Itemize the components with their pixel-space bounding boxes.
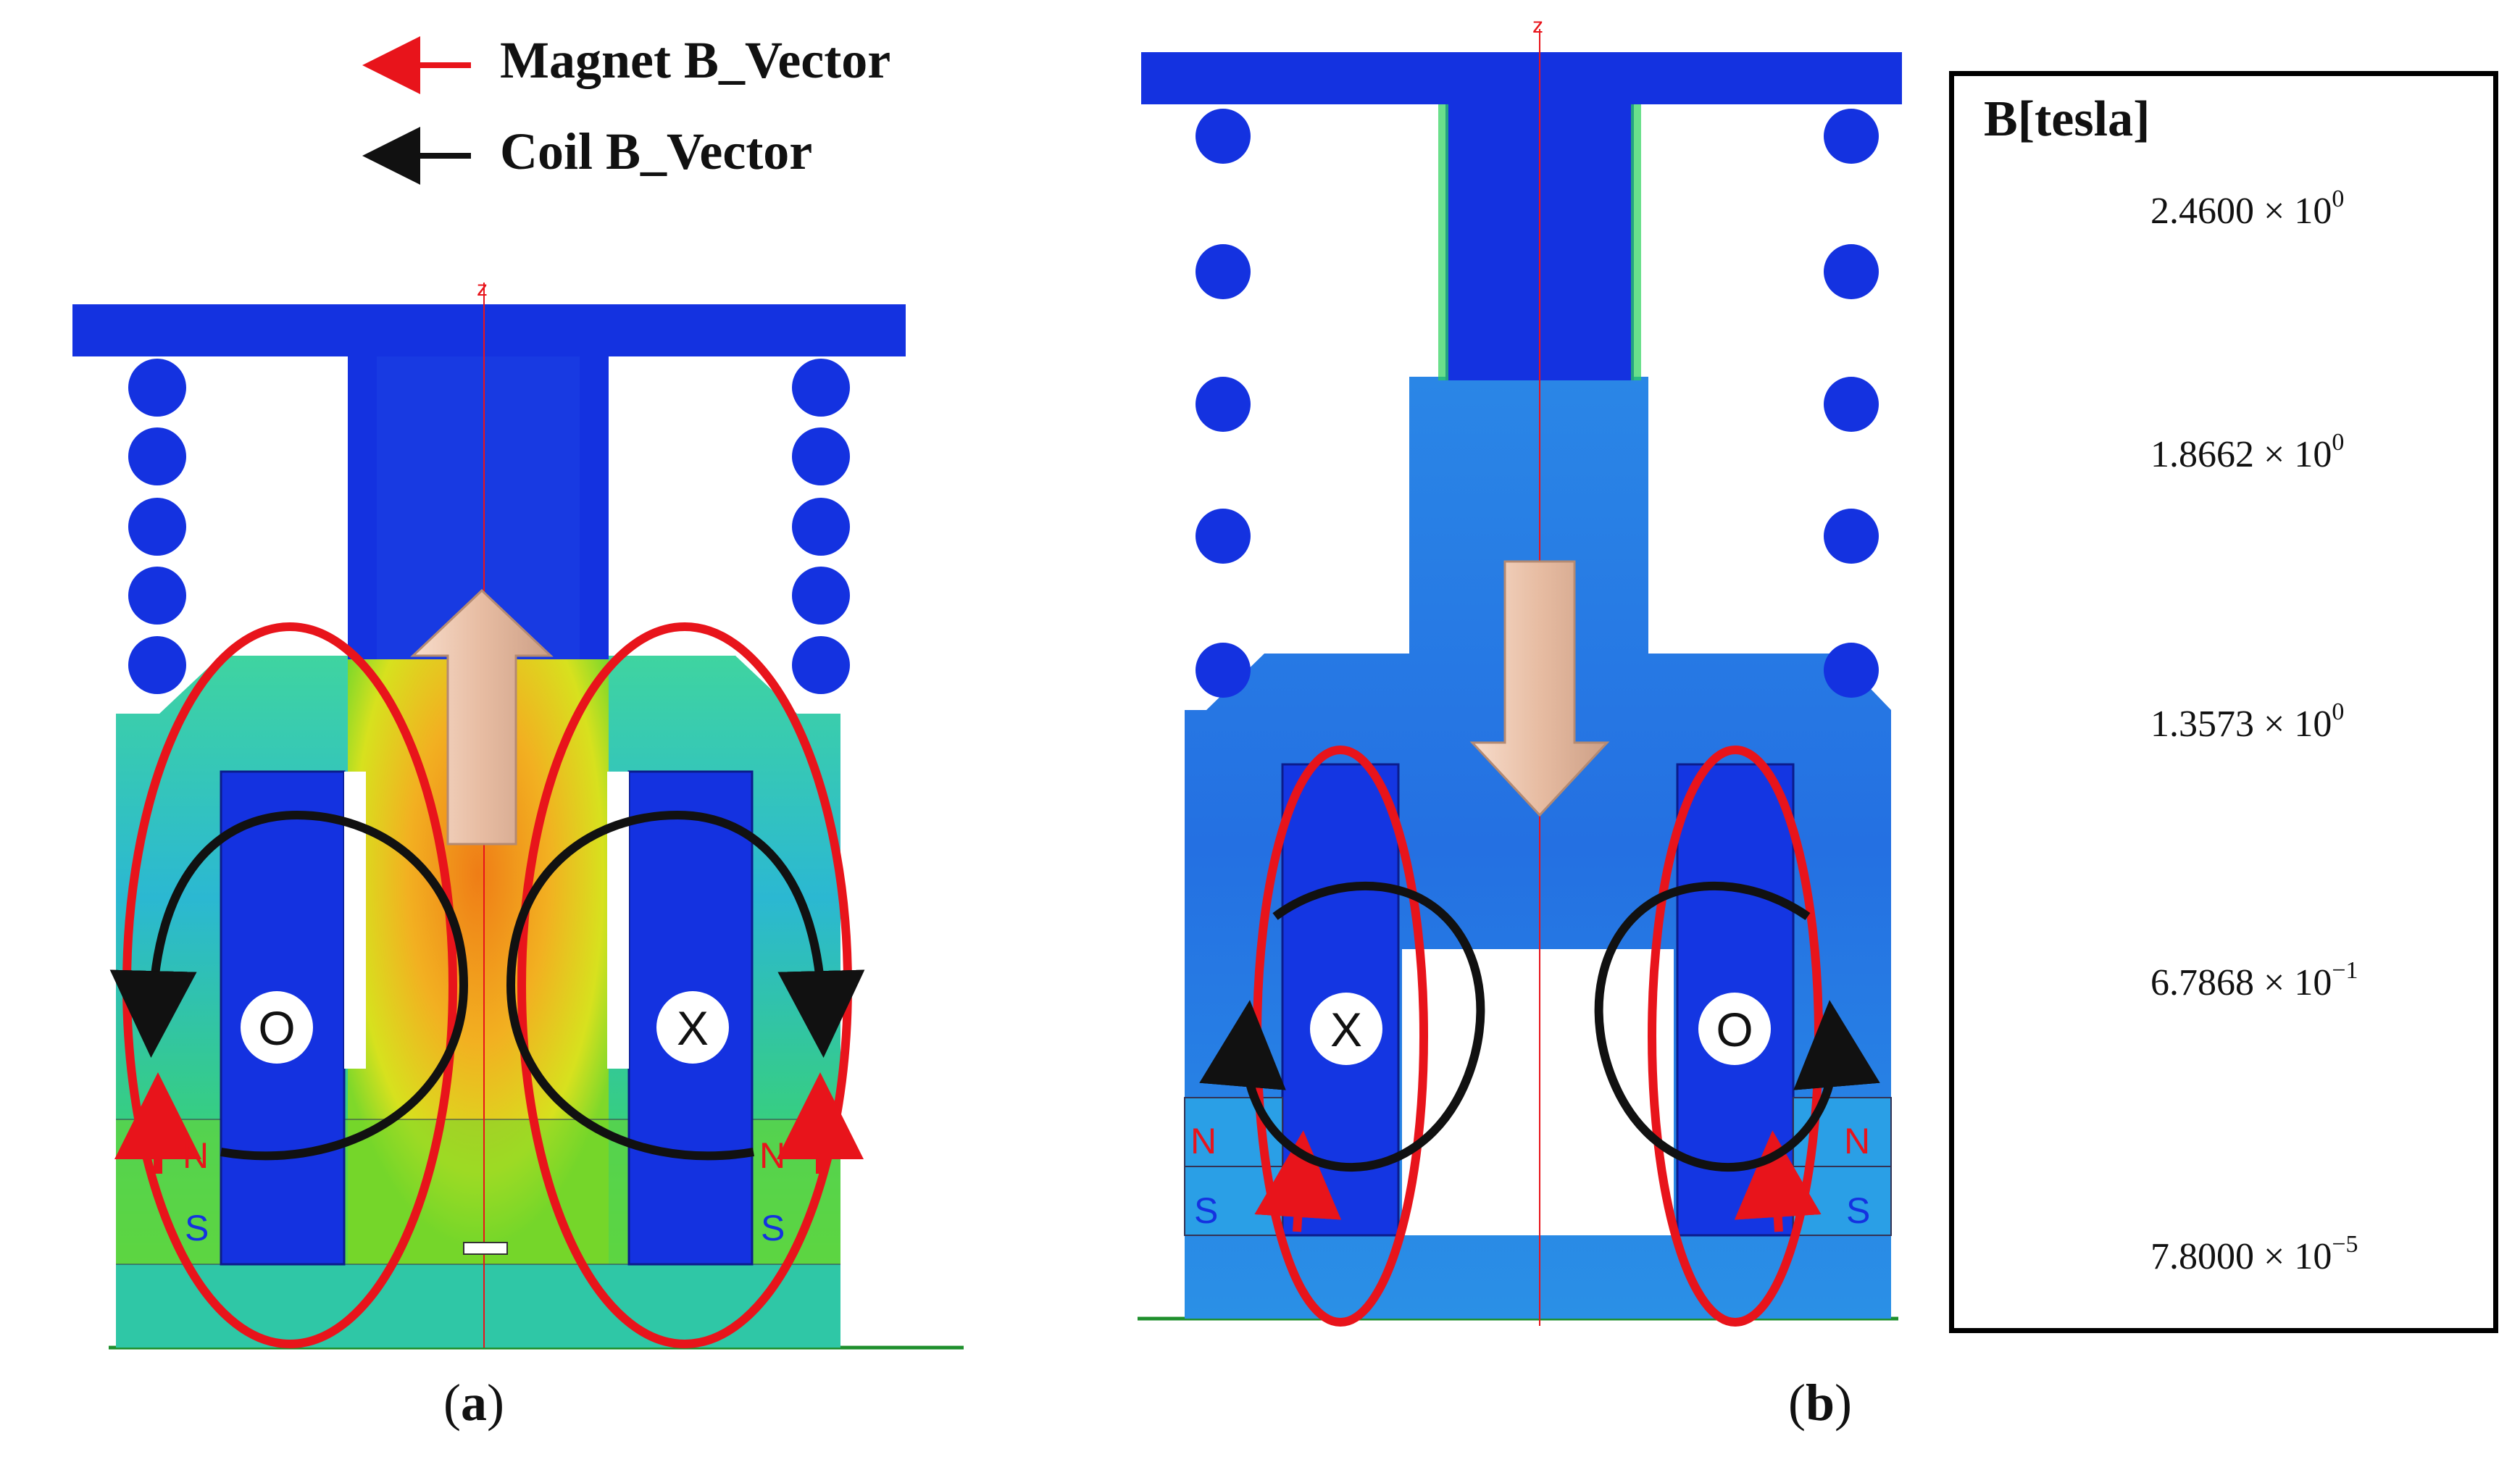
caption-a: (a) bbox=[443, 1374, 504, 1432]
pole-n-left-b: N bbox=[1190, 1121, 1217, 1161]
panel-a: z O X N S N S bbox=[72, 277, 964, 1350]
pole-s-right-a: S bbox=[761, 1208, 785, 1248]
top-plate-b bbox=[1141, 52, 1902, 104]
axis-marker-b: z bbox=[1532, 14, 1543, 38]
panel-b: z X O N S N S bbox=[1138, 14, 1902, 1327]
svg-text:X: X bbox=[1330, 1003, 1362, 1056]
air-gap-b bbox=[1402, 949, 1674, 1235]
svg-text:O: O bbox=[1716, 1003, 1753, 1056]
top-plate-a bbox=[72, 304, 906, 356]
coil-flux-loop-right-b bbox=[1594, 881, 1880, 1172]
pole-s-left-a: S bbox=[185, 1208, 209, 1248]
spring-right-a bbox=[792, 359, 850, 694]
caption-b: (b) bbox=[1788, 1374, 1853, 1432]
colorbar-tick-2: 1.3573 × 100 bbox=[2150, 698, 2345, 745]
pole-n-right-b: N bbox=[1844, 1121, 1870, 1161]
motion-arrow-down-b bbox=[1469, 560, 1610, 817]
colorbar-title: B[tesla] bbox=[1984, 91, 2150, 147]
current-symbol-left-a bbox=[241, 991, 313, 1064]
colorbar-tick-3: 6.7868 × 10−1 bbox=[2150, 957, 2358, 1003]
pole-n-left-a: N bbox=[183, 1135, 209, 1176]
coil-vector-legend-label: Coil B_Vector bbox=[500, 122, 813, 180]
colorbar-legend-box bbox=[1949, 71, 2498, 1333]
magnet-vector-legend-label: Magnet B_Vector bbox=[500, 31, 891, 89]
pole-n-right-a: N bbox=[759, 1135, 785, 1176]
coil-flux-loop-right-a bbox=[506, 810, 865, 1161]
axis-marker-a: z bbox=[477, 277, 488, 301]
spring-left-a bbox=[128, 359, 186, 694]
spring-right-b bbox=[1824, 109, 1879, 698]
coil-flux-loop-left-b bbox=[1199, 881, 1485, 1172]
base-band-a bbox=[116, 1264, 840, 1348]
svg-text:X: X bbox=[677, 1001, 709, 1055]
current-symbol-right-a bbox=[656, 991, 729, 1064]
motion-arrow-up-a bbox=[410, 588, 554, 846]
current-symbol-right-b bbox=[1698, 993, 1771, 1065]
spring-left-b bbox=[1196, 109, 1251, 698]
current-symbol-left-b bbox=[1310, 993, 1382, 1065]
colorbar-tick-4: 7.8000 × 10−5 bbox=[2150, 1231, 2358, 1277]
pole-s-left-b: S bbox=[1194, 1190, 1218, 1231]
pole-s-right-b: S bbox=[1846, 1190, 1870, 1231]
svg-text:O: O bbox=[258, 1001, 295, 1055]
coil-flux-loop-left-a bbox=[109, 810, 469, 1161]
colorbar-tick-0: 2.4600 × 100 bbox=[2150, 185, 2345, 232]
colorbar-tick-1: 1.8662 × 100 bbox=[2150, 429, 2345, 475]
